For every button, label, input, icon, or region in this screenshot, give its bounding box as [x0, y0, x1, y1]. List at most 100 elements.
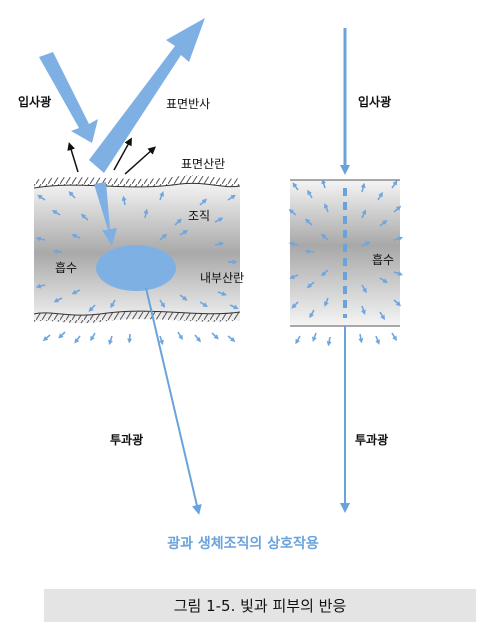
scatter-arrow — [393, 271, 403, 276]
scatter-arrow — [217, 291, 227, 296]
scatter-arrow — [179, 229, 189, 236]
scatter-arrow — [214, 241, 225, 247]
scatter-arrow — [304, 249, 315, 255]
left-panel: 입사광 표면반사 표면산란 조직 흡수 내부산란 투과광 — [18, 18, 244, 515]
scatter-arrow — [379, 277, 388, 284]
surface-reflection-label: 표면반사 — [166, 97, 210, 111]
scatter-arrow — [361, 305, 366, 315]
scatter-arrow — [53, 297, 63, 303]
surface-scatter-arrow — [113, 137, 132, 171]
transmitted-label-right: 투과광 — [355, 432, 388, 447]
scatter-arrow — [360, 182, 366, 193]
scatter-arrow — [324, 297, 329, 307]
absorption-region — [96, 245, 176, 291]
surface-scatter-arrow — [124, 146, 156, 175]
diagram-subtitle: 광과 생체조직의 상호작용 — [167, 535, 319, 552]
scatter-arrow — [51, 209, 61, 216]
scatter-arrow — [143, 208, 149, 219]
scatter-arrow — [71, 233, 81, 239]
scatter-arrow — [391, 332, 397, 342]
bottom-skin-hatch — [34, 311, 240, 324]
scatter-arrow — [379, 219, 388, 227]
scatter-arrow — [227, 335, 236, 342]
surface-scatter-arrow — [67, 142, 79, 173]
scatter-arrow — [320, 269, 329, 277]
scatter-arrow — [361, 241, 371, 247]
transmitted-light-left — [145, 287, 202, 515]
scatter-arrow — [177, 331, 183, 341]
scatter-arrows-right — [288, 178, 404, 347]
scatter-arrow — [307, 189, 313, 199]
scatter-arrow — [324, 203, 329, 213]
internal-scatter-label: 내부산란 — [200, 271, 244, 285]
scatter-arrow — [35, 236, 46, 242]
scatter-arrow — [375, 335, 380, 345]
scatter-arrow — [361, 209, 367, 219]
scatter-arrow — [377, 191, 383, 201]
scatter-arrow — [42, 334, 51, 342]
scatter-arrow — [391, 180, 398, 189]
scatter-arrow — [288, 209, 297, 216]
scatter-arrow — [159, 335, 164, 346]
scatter-arrow — [35, 283, 46, 289]
scatter-arrow — [179, 294, 188, 301]
scatter-arrow — [304, 218, 313, 226]
scatter-arrow — [159, 299, 166, 309]
scatter-arrow — [393, 236, 404, 242]
reflection-beam-arrow — [89, 18, 205, 173]
figure-caption-box: 그림 1-5. 빛과 피부의 반응 — [44, 589, 476, 622]
scatter-arrow — [194, 334, 201, 343]
scatter-arrow — [199, 301, 209, 308]
right-panel: 입사광 흡수 투과광 — [288, 28, 404, 513]
scatter-arrow — [295, 335, 301, 345]
scatter-arrow — [159, 233, 168, 241]
refracted-beam-arrow — [94, 182, 117, 246]
scatter-arrow — [110, 299, 116, 309]
scatter-arrow — [37, 194, 46, 201]
internal-scatter-arrows — [35, 191, 239, 346]
figure-caption: 그림 1-5. 빛과 피부의 반응 — [173, 597, 347, 615]
absorption-label-left: 흡수 — [55, 261, 77, 275]
incident-label-right: 입사광 — [358, 94, 391, 109]
scatter-arrow — [309, 309, 315, 319]
scatter-arrow — [393, 205, 402, 213]
surface-scatter-label: 표면산란 — [181, 157, 225, 171]
scatter-arrow — [292, 182, 299, 191]
scatter-arrow — [199, 198, 208, 206]
scatter-arrow — [88, 304, 96, 312]
scatter-arrow — [312, 332, 317, 342]
absorption-label-right: 흡수 — [372, 253, 394, 267]
scatter-arrow — [320, 233, 329, 241]
scatter-arrow — [306, 281, 315, 289]
scatter-arrow — [90, 332, 96, 342]
scatter-arrow — [52, 248, 63, 254]
scatter-arrow — [288, 241, 299, 247]
scatter-arrow — [80, 213, 89, 221]
scatter-arrow — [229, 304, 239, 310]
scatter-arrow — [379, 311, 386, 321]
scatter-arrow — [121, 195, 127, 206]
incident-beam-arrow — [39, 52, 98, 143]
scatter-arrow — [174, 218, 182, 226]
tissue-label: 조직 — [188, 209, 210, 223]
scatter-arrow — [159, 191, 164, 201]
transmitted-label-left: 투과광 — [110, 432, 143, 447]
scatter-arrow — [321, 178, 327, 189]
scatter-arrow — [58, 331, 66, 339]
scatter-arrow — [393, 299, 402, 307]
scatter-arrow — [74, 335, 81, 344]
scatter-arrow — [291, 301, 299, 309]
scatter-arrow — [227, 194, 236, 201]
scatter-arrow — [289, 274, 299, 280]
scatter-arrow — [214, 217, 224, 223]
scatter-arrow — [361, 284, 367, 294]
scatter-arrow — [358, 333, 364, 344]
scatter-arrow — [211, 332, 219, 340]
scatter-arrow — [326, 336, 332, 347]
scatter-arrow — [71, 289, 81, 295]
scatter-arrow — [108, 335, 113, 346]
scatter-arrow — [127, 333, 133, 344]
incident-label-left: 입사광 — [18, 94, 51, 109]
scatter-arrow — [68, 191, 76, 199]
